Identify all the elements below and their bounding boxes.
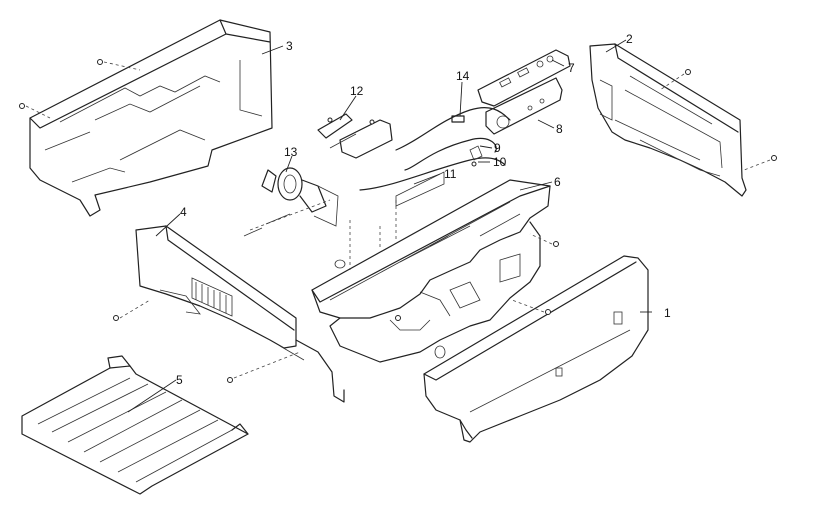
callout-10: 10 <box>493 155 507 169</box>
part-12-bracket <box>317 113 393 159</box>
callout-11: 11 <box>444 167 457 181</box>
callout-4: 4 <box>180 205 187 219</box>
part-13-gear-assembly <box>243 167 339 237</box>
cable-harness <box>359 107 511 191</box>
leader-lines <box>127 39 652 413</box>
part-4-side-panel <box>135 225 345 403</box>
callout-labels: 1 2 3 4 5 6 7 8 9 10 11 12 13 14 <box>176 32 671 387</box>
callout-3: 3 <box>286 39 293 53</box>
callout-12: 12 <box>350 84 364 98</box>
callout-7: 7 <box>568 61 575 75</box>
callout-1: 1 <box>664 306 671 320</box>
part-5-paper-tray <box>21 355 249 495</box>
callout-5: 5 <box>176 373 183 387</box>
callout-9: 9 <box>494 141 501 155</box>
callout-13: 13 <box>284 145 298 159</box>
callout-14: 14 <box>456 69 470 83</box>
screws <box>19 59 777 383</box>
callout-6: 6 <box>554 175 561 189</box>
part-3-upper-cover <box>29 19 273 217</box>
callout-8: 8 <box>556 122 563 136</box>
part-14-switch <box>451 115 465 123</box>
callout-2: 2 <box>626 32 633 46</box>
part-6-main-chassis <box>311 171 551 363</box>
assembly-lines <box>25 61 771 379</box>
vent-grille <box>191 277 233 317</box>
part-7-operation-panel <box>477 49 571 107</box>
part-8-panel-board <box>485 77 563 135</box>
part-2-rear-frame <box>589 43 747 197</box>
part-1-front-cover <box>423 255 649 443</box>
